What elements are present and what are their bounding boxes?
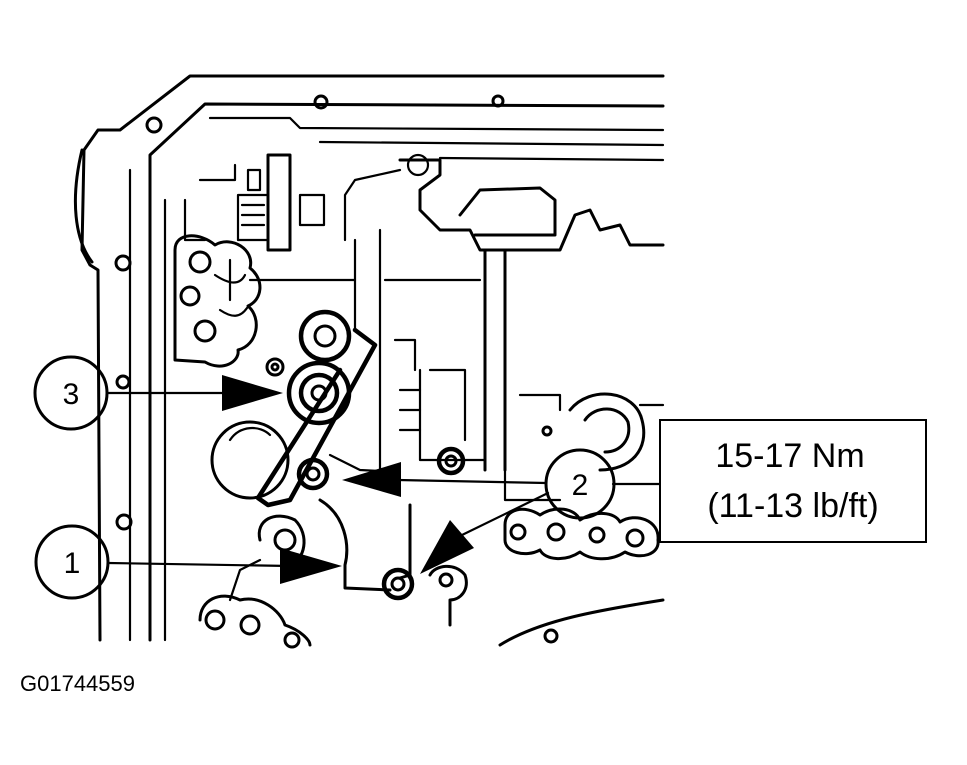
callout-arrows	[105, 375, 665, 584]
housing-bolt-holes	[114, 94, 559, 644]
callout-1-label: 1	[64, 547, 81, 580]
callout-3-label: 3	[63, 378, 80, 411]
figure-code: G01744559	[20, 671, 135, 696]
callout-2-label: 2	[572, 469, 589, 502]
detent-lever	[198, 446, 468, 649]
arrow-2b-head	[420, 520, 474, 574]
torque-spec-box: 15-17 Nm (11-13 lb/ft)	[659, 419, 927, 543]
arrow-3-head	[222, 375, 283, 411]
valve-body-housing	[73, 74, 665, 642]
torque-spec-imperial: (11-13 lb/ft)	[707, 487, 878, 525]
right-valve-features	[393, 338, 665, 647]
upper-valve-features	[183, 153, 665, 472]
torque-spec-metric: 15-17 Nm	[715, 437, 864, 475]
callout-3: 3	[33, 355, 109, 431]
arrow-1-head	[280, 548, 342, 584]
spring-roller-assembly	[210, 309, 378, 508]
callout-2: 2	[544, 448, 616, 520]
callout-1: 1	[34, 524, 110, 600]
arrow-2a-head	[342, 462, 401, 497]
left-bore-stack	[173, 234, 262, 368]
